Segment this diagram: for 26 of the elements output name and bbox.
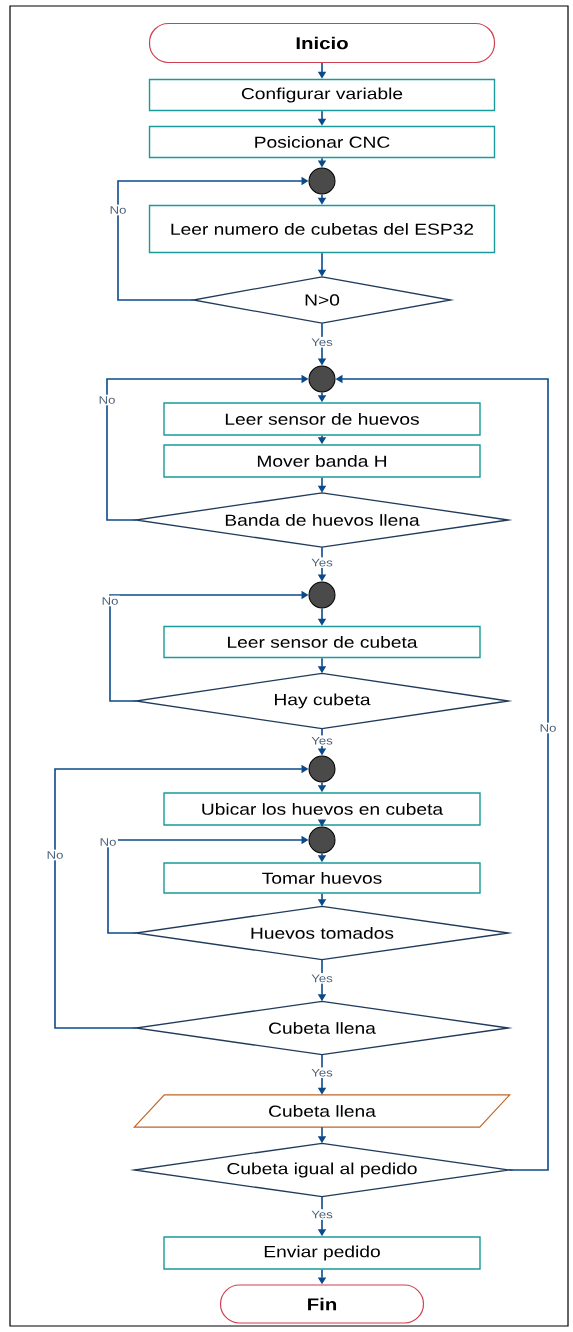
edge-label: No: [97, 394, 117, 406]
edge-label: Yes: [309, 557, 335, 568]
process-box: Posicionar CNC: [148, 125, 496, 159]
edge-label: Yes: [309, 1209, 335, 1220]
junction-dot: [308, 755, 336, 783]
process-box: Enviar pedido: [163, 1236, 481, 1270]
edge-label: Yes: [309, 735, 335, 747]
junction-dot: [308, 826, 336, 854]
process-box: Leer sensor de huevos: [163, 402, 481, 436]
edge-label: No: [108, 204, 128, 216]
edge-label: Yes: [309, 336, 335, 348]
edge-label: Yes: [309, 973, 335, 984]
process-box: Mover banda H: [163, 444, 481, 478]
process-box: Configurar variable: [148, 78, 496, 112]
edge-label: No: [45, 849, 65, 861]
process-box: Leer sensor de cubeta: [163, 625, 481, 659]
process-box: Ubicar los huevos en cubeta: [163, 792, 481, 826]
edge-label: Yes: [309, 1067, 335, 1079]
edge-label: No: [100, 595, 120, 607]
junction-dot: [308, 167, 336, 195]
process-box: Tomar huevos: [163, 862, 481, 894]
junction-dot: [308, 365, 336, 393]
junction-dot: [308, 581, 336, 609]
edge-label: No: [98, 836, 118, 848]
edge-label: No: [538, 722, 558, 734]
process-box: Leer numero de cubetas del ESP32: [148, 204, 496, 254]
